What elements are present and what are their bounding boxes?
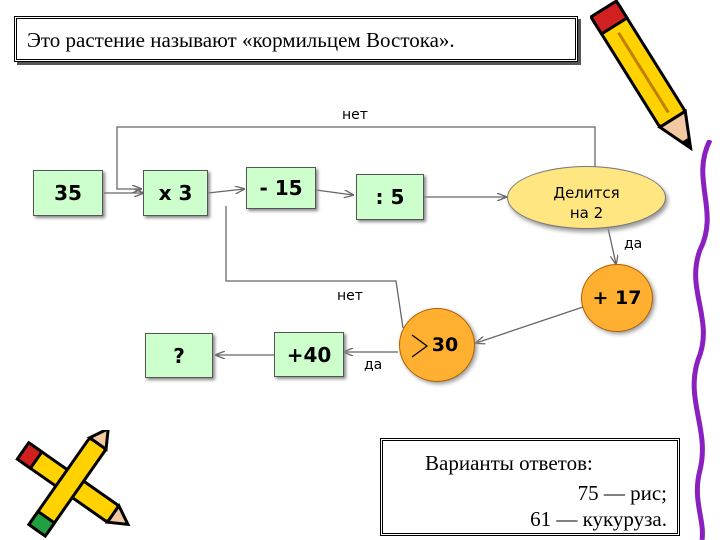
decision-node-label: Делится на 2 xyxy=(553,184,620,222)
answer-box: Варианты ответов: 75 — рис; 61 — кукуруз… xyxy=(380,438,680,536)
start-node-label: 35 xyxy=(54,181,82,205)
divide-node-label: : 5 xyxy=(375,185,405,209)
answers-heading: Варианты ответов: xyxy=(425,451,593,475)
answer-option-1: 75 — рис; xyxy=(577,481,667,505)
crossed-pencils-icon xyxy=(15,430,131,539)
add17-node: + 17 xyxy=(581,264,653,332)
label-yes-divisible: да xyxy=(624,236,643,252)
add40-node-label: +40 xyxy=(286,342,332,367)
multiply-node: x 3 xyxy=(143,170,208,216)
compare-node: 30 xyxy=(399,308,475,382)
title-box: Это растение называют «кормильцем Восток… xyxy=(14,16,578,62)
multiply-node-label: x 3 xyxy=(158,181,193,205)
arrow-decision-to-add17 xyxy=(607,227,616,264)
subtract-node: - 15 xyxy=(246,167,316,209)
decorative-wave-line xyxy=(691,140,713,540)
divide-node: : 5 xyxy=(356,174,424,220)
compare-node-label: 30 xyxy=(431,334,459,356)
arrow-mult-to-sub xyxy=(207,189,244,193)
add40-node: +40 xyxy=(274,332,344,377)
pencil-icon xyxy=(590,0,693,152)
arrow-add17-to-compare xyxy=(476,305,587,343)
subtract-node-label: - 15 xyxy=(259,176,303,200)
label-no-top: нет xyxy=(342,107,368,123)
loop-no-to-mult xyxy=(116,126,596,189)
result-node: ? xyxy=(145,333,213,378)
label-no-compare: нет xyxy=(337,288,363,304)
add17-node-label: + 17 xyxy=(592,287,642,309)
title: Это растение называют «кормильцем Восток… xyxy=(27,28,455,52)
start-node: 35 xyxy=(33,170,103,216)
arrow-sub-to-div xyxy=(315,189,353,195)
greater-than-icon xyxy=(411,334,429,358)
loop-compare-no-to-sub xyxy=(225,206,404,329)
result-node-label: ? xyxy=(173,343,185,368)
decision-node: Делится на 2 xyxy=(507,166,666,229)
label-yes-compare: да xyxy=(364,357,383,373)
answer-option-2: 61 — кукуруза. xyxy=(530,507,667,531)
